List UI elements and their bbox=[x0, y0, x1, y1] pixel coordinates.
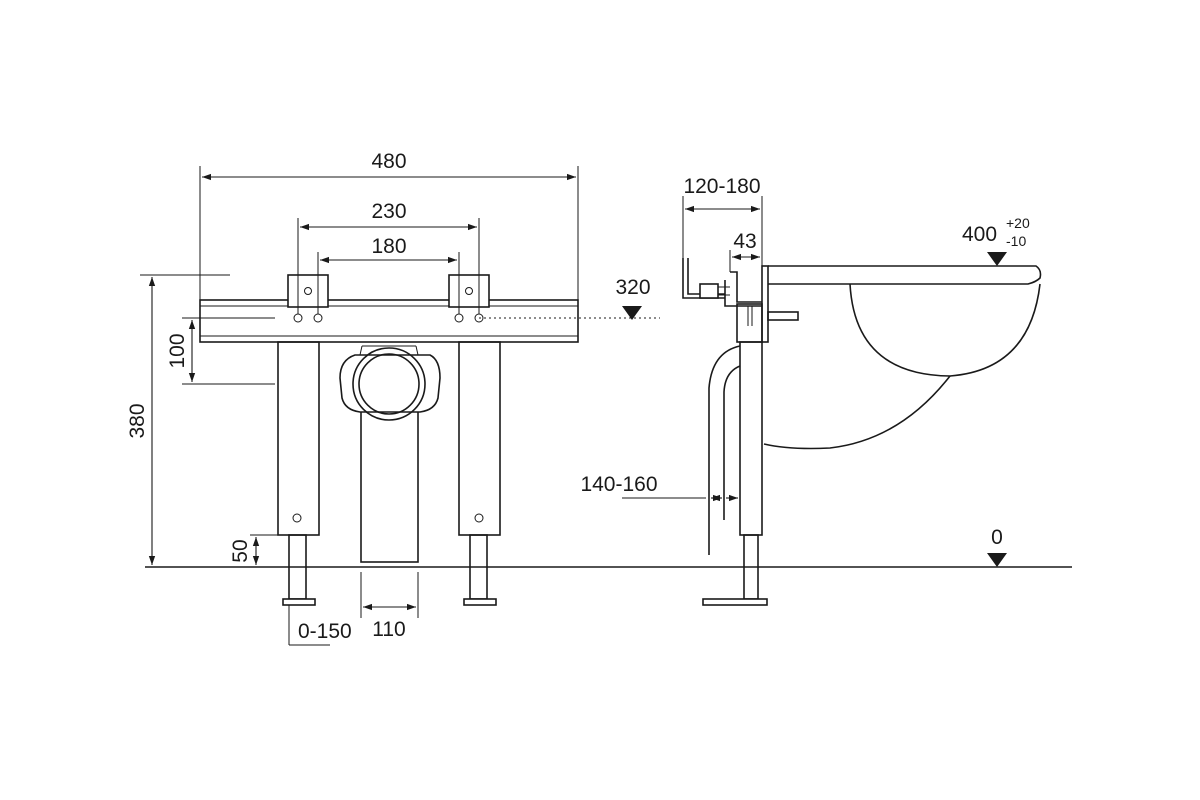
dim-120-180-label: 120-180 bbox=[683, 175, 760, 198]
rail-hole bbox=[313, 313, 323, 323]
dim-43-label: 43 bbox=[733, 230, 756, 253]
side-leg bbox=[739, 341, 763, 536]
basin-bowl bbox=[849, 283, 1041, 377]
side-foot bbox=[702, 598, 768, 606]
leg-right bbox=[458, 341, 501, 536]
drain-pipe bbox=[360, 399, 419, 563]
level-marker-400 bbox=[987, 252, 1007, 266]
level-marker-0 bbox=[987, 553, 1007, 567]
dim-0-label: 0 bbox=[991, 526, 1003, 549]
mounting-rail bbox=[199, 299, 579, 343]
front-view bbox=[199, 274, 660, 606]
bracket-left bbox=[287, 274, 329, 308]
rail-hole bbox=[454, 313, 464, 323]
dim-230-label: 230 bbox=[371, 200, 406, 223]
rail-hole bbox=[293, 313, 303, 323]
side-dimensions: 120-180 43 400 +20 -10 140-160 0 bbox=[580, 175, 1030, 567]
bracket-right bbox=[448, 274, 490, 308]
waste-outlet bbox=[767, 311, 799, 321]
siphon-pipe bbox=[708, 345, 741, 555]
side-rail-section bbox=[736, 303, 763, 343]
dim-400-label: 400 bbox=[962, 223, 997, 246]
dim-320-label: 320 bbox=[615, 276, 650, 299]
dim-110-label: 110 bbox=[372, 618, 405, 641]
bolt-nut bbox=[699, 283, 719, 299]
front-dimensions: 480 230 180 380 100 50 0-150 110 bbox=[126, 150, 651, 646]
dim-400-tol-plus: +20 bbox=[1006, 215, 1030, 231]
basin-underside bbox=[763, 375, 951, 450]
dim-100-label: 100 bbox=[166, 333, 189, 368]
dim-480-label: 480 bbox=[371, 150, 406, 173]
dim-380-label: 380 bbox=[126, 403, 149, 438]
dim-400-tol-minus: -10 bbox=[1006, 233, 1026, 249]
basin-rim bbox=[768, 265, 1042, 285]
foot-right bbox=[463, 598, 497, 606]
leg-left bbox=[277, 341, 320, 536]
side-view bbox=[682, 258, 1042, 606]
dim-50-label: 50 bbox=[229, 539, 252, 562]
level-marker-320 bbox=[622, 306, 642, 320]
foot-left bbox=[282, 598, 316, 606]
dim-140-160-label: 140-160 bbox=[580, 473, 657, 496]
dim-0-150-label: 0-150 bbox=[298, 620, 352, 643]
dim-180-label: 180 bbox=[371, 235, 406, 258]
